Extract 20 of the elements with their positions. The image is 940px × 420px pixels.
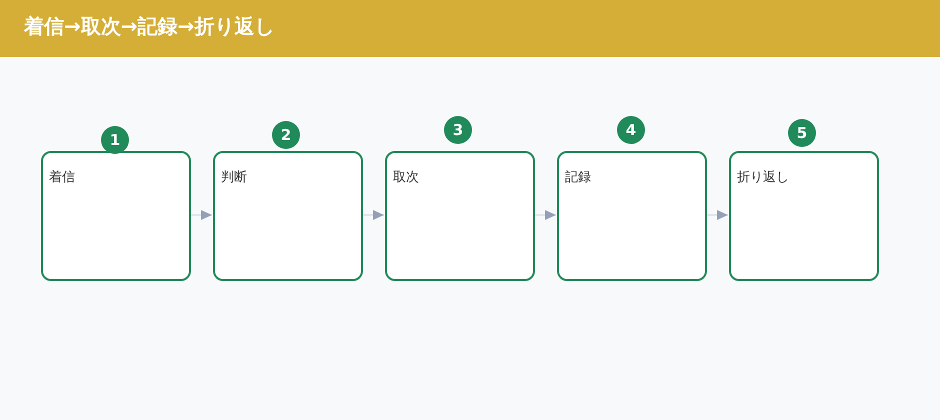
arrow: [190, 210, 212, 220]
process-box: [557, 151, 707, 281]
step-label: 記録: [565, 169, 591, 186]
step-label: 折り返し: [737, 169, 789, 186]
step-number-badge: 4: [617, 116, 645, 144]
step-number-badge: 3: [444, 116, 472, 144]
process-box: [213, 151, 363, 281]
step-label: 取次: [393, 169, 419, 186]
step-label: 着信: [49, 169, 75, 186]
arrow: [706, 210, 728, 220]
step-label: 判断: [221, 169, 247, 186]
step-number-badge: 5: [788, 119, 816, 147]
process-box: [729, 151, 879, 281]
process-box: [385, 151, 535, 281]
title: 着信→取次→記録→折り返し: [24, 13, 274, 40]
process-box: [41, 151, 191, 281]
step-number-badge: 1: [101, 126, 129, 154]
arrow: [362, 210, 384, 220]
step-number-badge: 2: [272, 121, 300, 149]
arrow: [534, 210, 556, 220]
